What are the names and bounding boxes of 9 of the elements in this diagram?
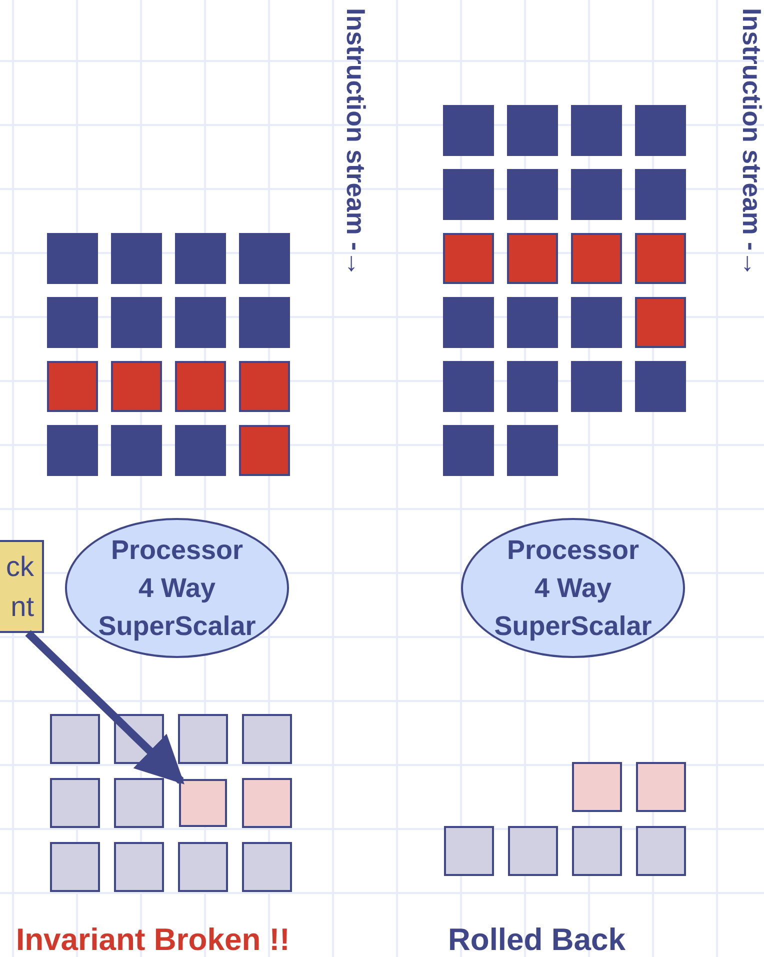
arrow [25, 630, 184, 784]
instruction-stream-label: Instruction stream -→ [736, 8, 764, 277]
processor-ellipse: Processor 4 Way SuperScalar [65, 518, 289, 658]
status-caption: Invariant Broken !! [16, 922, 290, 957]
instruction-stream-label: Instruction stream -→ [340, 8, 371, 277]
processor-ellipse: Processor 4 Way SuperScalar [461, 518, 685, 658]
instruction-square [179, 779, 227, 827]
status-caption: Rolled Back [448, 922, 626, 957]
callout-box: ck nt [0, 540, 44, 633]
